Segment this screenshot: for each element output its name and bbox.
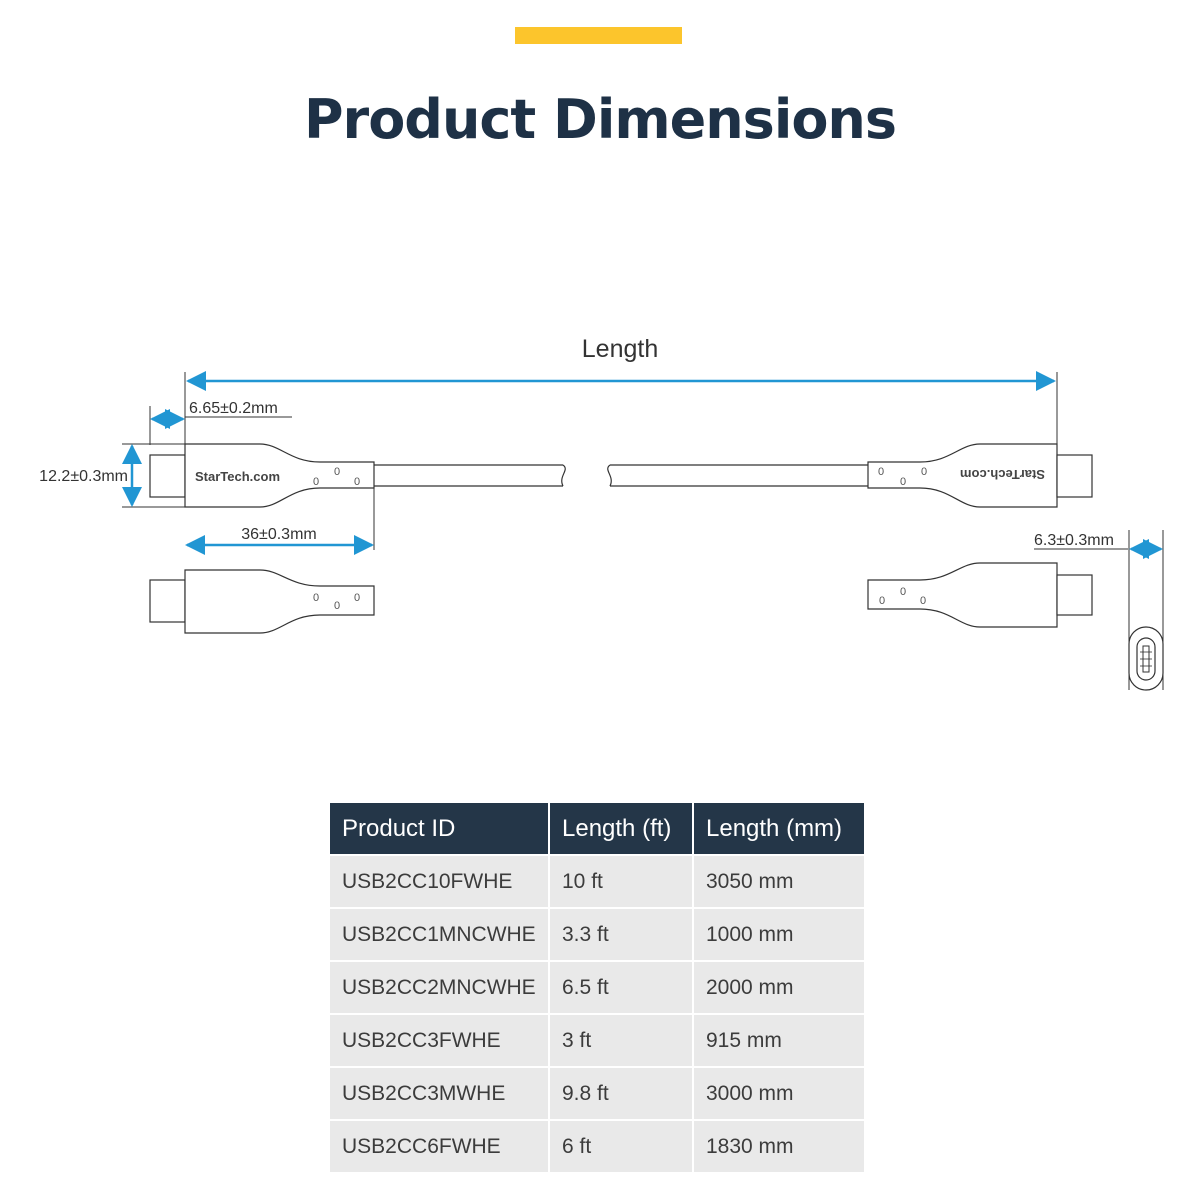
product-dimensions-table: Product ID Length (ft) Length (mm) USB2C… [330, 803, 864, 1174]
svg-text:0: 0 [354, 592, 360, 604]
page-title: Product Dimensions [303, 88, 897, 151]
plug-thickness-label: 6.3±0.3mm [1034, 532, 1114, 549]
length-mm-cell: 1000 mm [693, 908, 864, 962]
svg-text:0: 0 [313, 476, 319, 488]
cable-right-segment [607, 464, 868, 487]
table-header-row: Product ID Length (ft) Length (mm) [330, 803, 864, 856]
svg-text:0: 0 [313, 592, 319, 604]
accent-bar [515, 27, 682, 44]
usb-c-plug-end-view [1128, 626, 1164, 691]
svg-text:0: 0 [900, 476, 906, 488]
left-connector-side-view: 0 0 0 [149, 569, 375, 634]
length-ft-cell: 9.8 ft [549, 1067, 694, 1121]
length-mm-cell: 3050 mm [693, 855, 864, 909]
length-ft-cell: 3 ft [549, 1014, 694, 1068]
table-row: USB2CC10FWHE 10 ft 3050 mm [330, 855, 864, 909]
svg-text:0: 0 [334, 600, 340, 612]
svg-text:0: 0 [879, 595, 885, 607]
length-label: Length [582, 335, 658, 363]
right-connector-side-view: 0 0 0 [867, 562, 1093, 628]
svg-text:0: 0 [878, 466, 884, 478]
length-ft-cell: 3.3 ft [549, 908, 694, 962]
svg-text:0: 0 [921, 466, 927, 478]
table-row: USB2CC2MNCWHE 6.5 ft 2000 mm [330, 961, 864, 1015]
left-connector: StarTech.com 0 0 0 [149, 443, 375, 508]
product-id-cell: USB2CC2MNCWHE [330, 961, 550, 1015]
table-row: USB2CC3FWHE 3 ft 915 mm [330, 1014, 864, 1068]
housing-length-label: 36±0.3mm [241, 526, 316, 543]
length-mm-cell: 2000 mm [693, 961, 864, 1015]
column-header-product-id: Product ID [330, 803, 550, 856]
length-mm-cell: 1830 mm [693, 1120, 864, 1174]
product-id-cell: USB2CC1MNCWHE [330, 908, 550, 962]
table-row: USB2CC6FWHE 6 ft 1830 mm [330, 1120, 864, 1174]
brand-logo-right: StarTech.com [960, 467, 1045, 482]
housing-height-label: 12.2±0.3mm [39, 468, 128, 485]
product-id-cell: USB2CC3FWHE [330, 1014, 550, 1068]
right-connector: 0 0 0 StarTech.com [867, 443, 1093, 508]
cable-left-segment [374, 464, 566, 487]
brand-logo-left: StarTech.com [195, 469, 280, 484]
svg-text:0: 0 [920, 595, 926, 607]
product-id-cell: USB2CC10FWHE [330, 855, 550, 909]
length-mm-cell: 915 mm [693, 1014, 864, 1068]
length-ft-cell: 6 ft [549, 1120, 694, 1174]
svg-text:0: 0 [354, 476, 360, 488]
svg-text:0: 0 [334, 466, 340, 478]
product-id-cell: USB2CC3MWHE [330, 1067, 550, 1121]
svg-text:0: 0 [900, 586, 906, 598]
column-header-length-ft: Length (ft) [549, 803, 694, 856]
product-id-cell: USB2CC6FWHE [330, 1120, 550, 1174]
plug-depth-label: 6.65±0.2mm [189, 400, 278, 417]
length-ft-cell: 6.5 ft [549, 961, 694, 1015]
cable-dimension-diagram: Length 6.65±0.2mm 12.2±0.3mm StarTech.co… [39, 335, 1164, 691]
length-mm-cell: 3000 mm [693, 1067, 864, 1121]
column-header-length-mm: Length (mm) [693, 803, 864, 856]
length-ft-cell: 10 ft [549, 855, 694, 909]
table-row: USB2CC1MNCWHE 3.3 ft 1000 mm [330, 908, 864, 962]
table-row: USB2CC3MWHE 9.8 ft 3000 mm [330, 1067, 864, 1121]
